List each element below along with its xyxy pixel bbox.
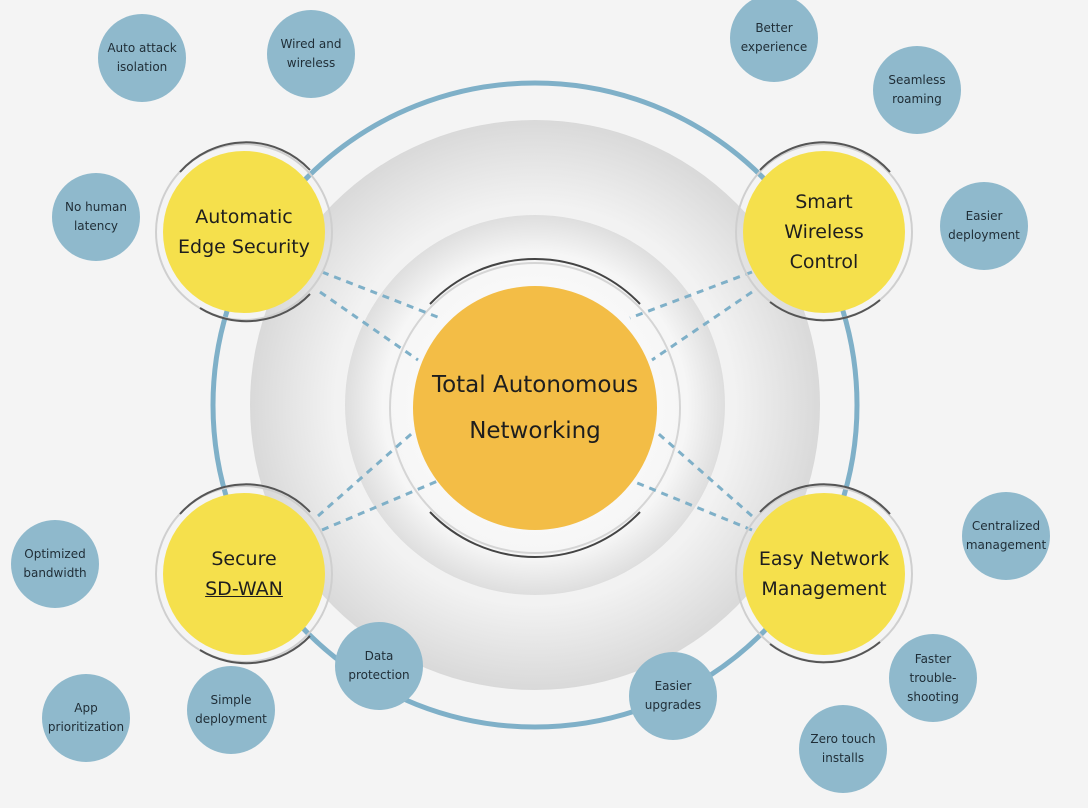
- pillar-automatic-edge-security: Automatic Edge Security: [163, 151, 325, 313]
- benefit-easier-deployment: Easier deployment: [940, 182, 1028, 270]
- link-wireless-a: [629, 270, 753, 320]
- benefit-faster-troubleshooting: Faster trouble- shooting: [889, 634, 977, 722]
- halo-edge-security: [155, 143, 333, 321]
- halo-wireless-accent: [759, 141, 891, 173]
- link-management-b: [629, 478, 753, 532]
- benefit-auto-attack-isolation: Auto attack isolation: [98, 14, 186, 102]
- pillar-halos: [155, 141, 913, 665]
- halo-sdwan: [155, 485, 333, 663]
- halo-management-accent-2: [769, 641, 881, 664]
- benefit-seamless-roaming: Seamless roaming: [873, 46, 961, 134]
- benefit-easier-upgrades: Easier upgrades: [629, 652, 717, 740]
- link-edge-security-a: [321, 270, 441, 320]
- pillar-smart-wireless-control: Smart Wireless Control: [743, 151, 905, 313]
- benefit-data-protection: Data protection: [335, 622, 423, 710]
- halo-management-accent: [759, 483, 891, 515]
- outer-orbit-ring: [210, 80, 860, 730]
- pillar-sdwan-line1: Secure: [211, 548, 277, 570]
- core-ring-accent-bottom: [429, 511, 641, 558]
- link-management-a: [651, 426, 753, 518]
- pillar-sdwan-line2: SD-WAN: [205, 578, 283, 600]
- halo-wireless-accent-2: [769, 299, 881, 322]
- benefit-centralized-management: Centralized management: [962, 492, 1050, 580]
- halo-edge-security-accent-2: [199, 293, 311, 323]
- halo-sdwan-accent-2: [199, 635, 311, 665]
- benefit-zero-touch-installs: Zero touch installs: [799, 705, 887, 793]
- benefit-optimized-bandwidth: Optimized bandwidth: [11, 520, 99, 608]
- link-sdwan-a: [317, 426, 419, 518]
- link-sdwan-b: [321, 478, 441, 532]
- benefit-simple-deployment: Simple deployment: [187, 666, 275, 754]
- benefit-better-experience: Better experience: [730, 0, 818, 82]
- connector-links: [317, 270, 753, 532]
- link-edge-security-b: [319, 290, 419, 362]
- halo-edge-security-accent: [179, 141, 311, 173]
- benefit-wired-and-wireless: Wired and wireless: [267, 10, 355, 98]
- benefit-no-human-latency: No human latency: [52, 173, 140, 261]
- benefit-app-prioritization: App prioritization: [42, 674, 130, 762]
- core-total-autonomous-networking: Total Autonomous Networking: [413, 286, 657, 530]
- halo-sdwan-accent: [179, 483, 311, 515]
- pillar-secure-sdwan: Secure SD-WAN: [163, 493, 325, 655]
- core-ring: [389, 262, 681, 554]
- pillar-easy-network-management: Easy Network Management: [743, 493, 905, 655]
- core-ring-accent-top: [429, 258, 641, 305]
